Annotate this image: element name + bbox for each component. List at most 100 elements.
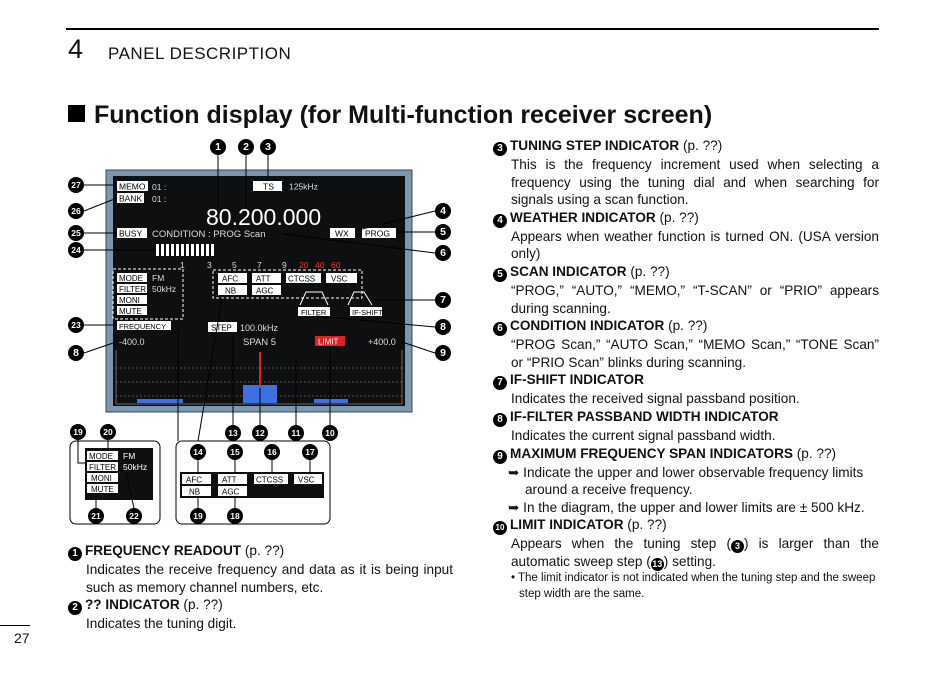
callout-16: 16 bbox=[264, 444, 280, 460]
svg-text:MONI: MONI bbox=[119, 296, 140, 305]
callout-9: 9 bbox=[435, 345, 451, 361]
callout-12: 12 bbox=[252, 425, 268, 441]
svg-text:50kHz: 50kHz bbox=[152, 284, 176, 294]
arrow-bullet-icon: ➥ bbox=[508, 499, 524, 515]
memo-label: MEMO bbox=[119, 182, 146, 192]
callout-10: 10 bbox=[322, 425, 338, 441]
section-title-text: Function display (for Multi-function rec… bbox=[94, 101, 713, 129]
svg-text:9: 9 bbox=[282, 260, 287, 270]
svg-text:FILTER: FILTER bbox=[119, 285, 146, 294]
section-title: Function display (for Multi-function rec… bbox=[68, 101, 712, 130]
svg-text:AGC: AGC bbox=[256, 287, 274, 296]
callout-3: 3 bbox=[260, 139, 276, 155]
scan-indicator: PROG bbox=[365, 229, 390, 239]
svg-text:NB: NB bbox=[225, 287, 236, 296]
svg-text:+400.0: +400.0 bbox=[368, 337, 396, 347]
callout-8: 8 bbox=[435, 319, 451, 335]
callout-27: 27 bbox=[68, 177, 84, 193]
svg-text:FM: FM bbox=[152, 273, 164, 283]
callout-1: 1 bbox=[210, 139, 226, 155]
svg-text:40: 40 bbox=[315, 260, 325, 270]
svg-text:CTCSS: CTCSS bbox=[256, 476, 283, 485]
page-number: 27 bbox=[14, 630, 30, 646]
chapter-title: PANEL DESCRIPTION bbox=[108, 44, 292, 63]
svg-text:125kHz: 125kHz bbox=[289, 182, 318, 192]
svg-text:FREQUENCY: FREQUENCY bbox=[119, 322, 166, 331]
callout-17: 17 bbox=[302, 444, 318, 460]
chapter-number: 4 bbox=[68, 34, 84, 64]
svg-text:BANK: BANK bbox=[119, 194, 142, 204]
arrow-bullet-icon: ➥ bbox=[508, 464, 524, 480]
limit-indicator: LIMIT bbox=[318, 338, 339, 347]
callout-7: 7 bbox=[435, 292, 451, 308]
callout-15: 15 bbox=[227, 444, 243, 460]
svg-text:CTCSS: CTCSS bbox=[288, 275, 315, 284]
ts-label: TS bbox=[263, 182, 274, 192]
svg-text:IF-SHIFT: IF-SHIFT bbox=[352, 308, 383, 317]
svg-text:MODE: MODE bbox=[89, 452, 113, 461]
callout-25: 25 bbox=[68, 225, 84, 241]
callout-24: 24 bbox=[68, 242, 84, 258]
callout-14: 14 bbox=[190, 444, 206, 460]
condition-indicator: CONDITION : PROG Scan bbox=[152, 229, 266, 240]
svg-text:-400.0: -400.0 bbox=[119, 337, 145, 347]
desc-item-2: 2?? INDICATOR (p. ??) Indicates the tuni… bbox=[68, 596, 453, 633]
svg-text:7: 7 bbox=[257, 260, 262, 270]
svg-text:ATT: ATT bbox=[256, 275, 271, 284]
svg-text:1: 1 bbox=[180, 260, 185, 270]
svg-text:AFC: AFC bbox=[222, 275, 238, 284]
svg-text:01 :: 01 : bbox=[152, 182, 166, 192]
callout-23: 23 bbox=[68, 317, 84, 333]
svg-text:FILTER: FILTER bbox=[89, 463, 116, 472]
svg-text:STEP: STEP bbox=[211, 324, 232, 333]
svg-text:MONI: MONI bbox=[91, 474, 112, 483]
callout-6: 6 bbox=[435, 245, 451, 261]
svg-text:5: 5 bbox=[232, 260, 237, 270]
callout-8-left: 8 bbox=[68, 345, 84, 361]
callout-19b: 19 bbox=[190, 508, 206, 524]
svg-text:VSC: VSC bbox=[298, 476, 315, 485]
svg-text:100.0kHz: 100.0kHz bbox=[240, 323, 279, 333]
callout-26: 26 bbox=[68, 203, 84, 219]
svg-text:FM: FM bbox=[123, 451, 135, 461]
svg-text:60: 60 bbox=[331, 260, 341, 270]
function-display-diagram: MEMO 01 : BANK 01 : TS 125kHz 80.200.000… bbox=[69, 154, 436, 525]
svg-text:50kHz: 50kHz bbox=[123, 462, 147, 472]
svg-text:VSC: VSC bbox=[331, 275, 348, 284]
svg-text:3: 3 bbox=[207, 260, 212, 270]
header-rule bbox=[66, 28, 879, 30]
wx-indicator: WX bbox=[335, 229, 349, 239]
svg-text:MUTE: MUTE bbox=[119, 307, 142, 316]
callout-20: 20 bbox=[100, 424, 116, 440]
square-bullet-icon bbox=[68, 105, 85, 122]
callout-13: 13 bbox=[225, 425, 241, 441]
svg-text:FILTER: FILTER bbox=[301, 308, 327, 317]
page-number-rule bbox=[0, 625, 30, 626]
svg-text:AFC: AFC bbox=[186, 476, 202, 485]
callout-11: 11 bbox=[288, 425, 304, 441]
frequency-readout: 80.200.000 bbox=[206, 204, 321, 230]
svg-text:20: 20 bbox=[299, 260, 309, 270]
svg-text:MODE: MODE bbox=[119, 274, 143, 283]
callout-5: 5 bbox=[435, 224, 451, 240]
callout-22: 22 bbox=[126, 508, 142, 524]
svg-text:NB: NB bbox=[189, 488, 200, 497]
callout-18: 18 bbox=[227, 508, 243, 524]
svg-text:BUSY: BUSY bbox=[119, 229, 142, 239]
svg-text:01 :: 01 : bbox=[152, 194, 166, 204]
svg-text:ATT: ATT bbox=[222, 476, 237, 485]
callout-19: 19 bbox=[70, 424, 86, 440]
callout-2: 2 bbox=[238, 139, 254, 155]
callout-21: 21 bbox=[88, 508, 104, 524]
